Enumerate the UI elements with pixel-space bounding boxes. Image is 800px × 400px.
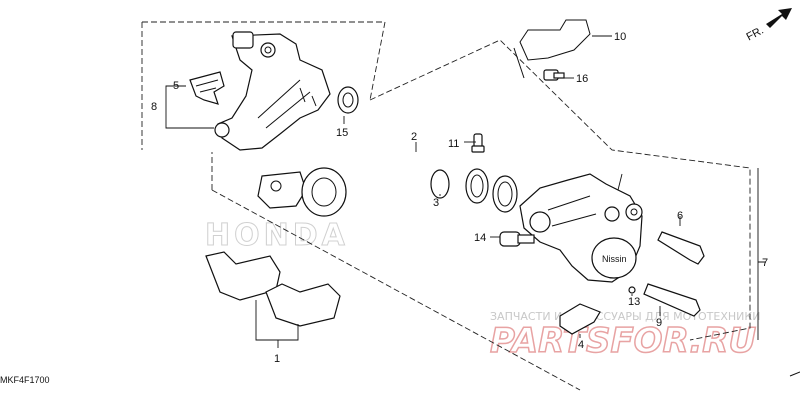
pin-bolt-14: [499, 231, 535, 247]
seals-2-3: [430, 168, 518, 213]
assembly-outline-lower: [211, 189, 581, 391]
callout-1: 1: [274, 353, 280, 365]
bracket-lower-view: [257, 167, 347, 217]
callout-10: 10: [614, 31, 626, 43]
hose-guide-10: [513, 19, 591, 79]
brake-pads-1: [205, 251, 341, 327]
callout-11: 11: [448, 138, 459, 150]
callout-7: 7: [762, 257, 768, 269]
caliper-body: Nissin: [519, 173, 643, 283]
callout-4: 4: [578, 339, 584, 351]
callout-9: 9: [656, 317, 662, 329]
caliper-brand: Nissin: [602, 254, 627, 264]
leader-8-top: [165, 85, 186, 96]
callout-2: 2: [411, 131, 417, 143]
leader-8: [165, 96, 214, 129]
callout-15: 15: [336, 127, 348, 139]
boot-15: [337, 86, 359, 114]
callout-14: 14: [474, 232, 486, 244]
leader-7: [757, 168, 766, 340]
callout-13: 13: [628, 296, 640, 308]
leader-1: [255, 300, 299, 348]
diagram-code: MKF4F1700: [0, 375, 50, 385]
pin-6: [657, 231, 705, 265]
watermark-logo: PARTSFOR.RU: [490, 321, 756, 361]
bolt-16: [543, 69, 565, 81]
seal-13: [628, 286, 636, 294]
callout-16: 16: [576, 73, 588, 85]
pad-spring-clip-5: [189, 71, 225, 105]
front-arrow-icon: [766, 8, 792, 28]
corner-mark: [789, 371, 800, 377]
bleeder-screw-11: [471, 133, 485, 153]
front-direction-indicator: FR.: [744, 8, 792, 43]
assembly-outline-upper: [141, 21, 751, 341]
caliper-bracket: [214, 31, 331, 151]
direction-label: FR.: [744, 25, 765, 44]
callout-3: 3: [433, 197, 439, 209]
callout-6: 6: [677, 210, 683, 222]
callout-5: 5: [173, 80, 179, 92]
callout-8: 8: [151, 101, 157, 113]
honda-watermark: HONDA: [205, 218, 349, 253]
pad-spring-4: [559, 303, 601, 335]
leader-caliper: [617, 173, 623, 191]
pin-9: [643, 283, 701, 317]
